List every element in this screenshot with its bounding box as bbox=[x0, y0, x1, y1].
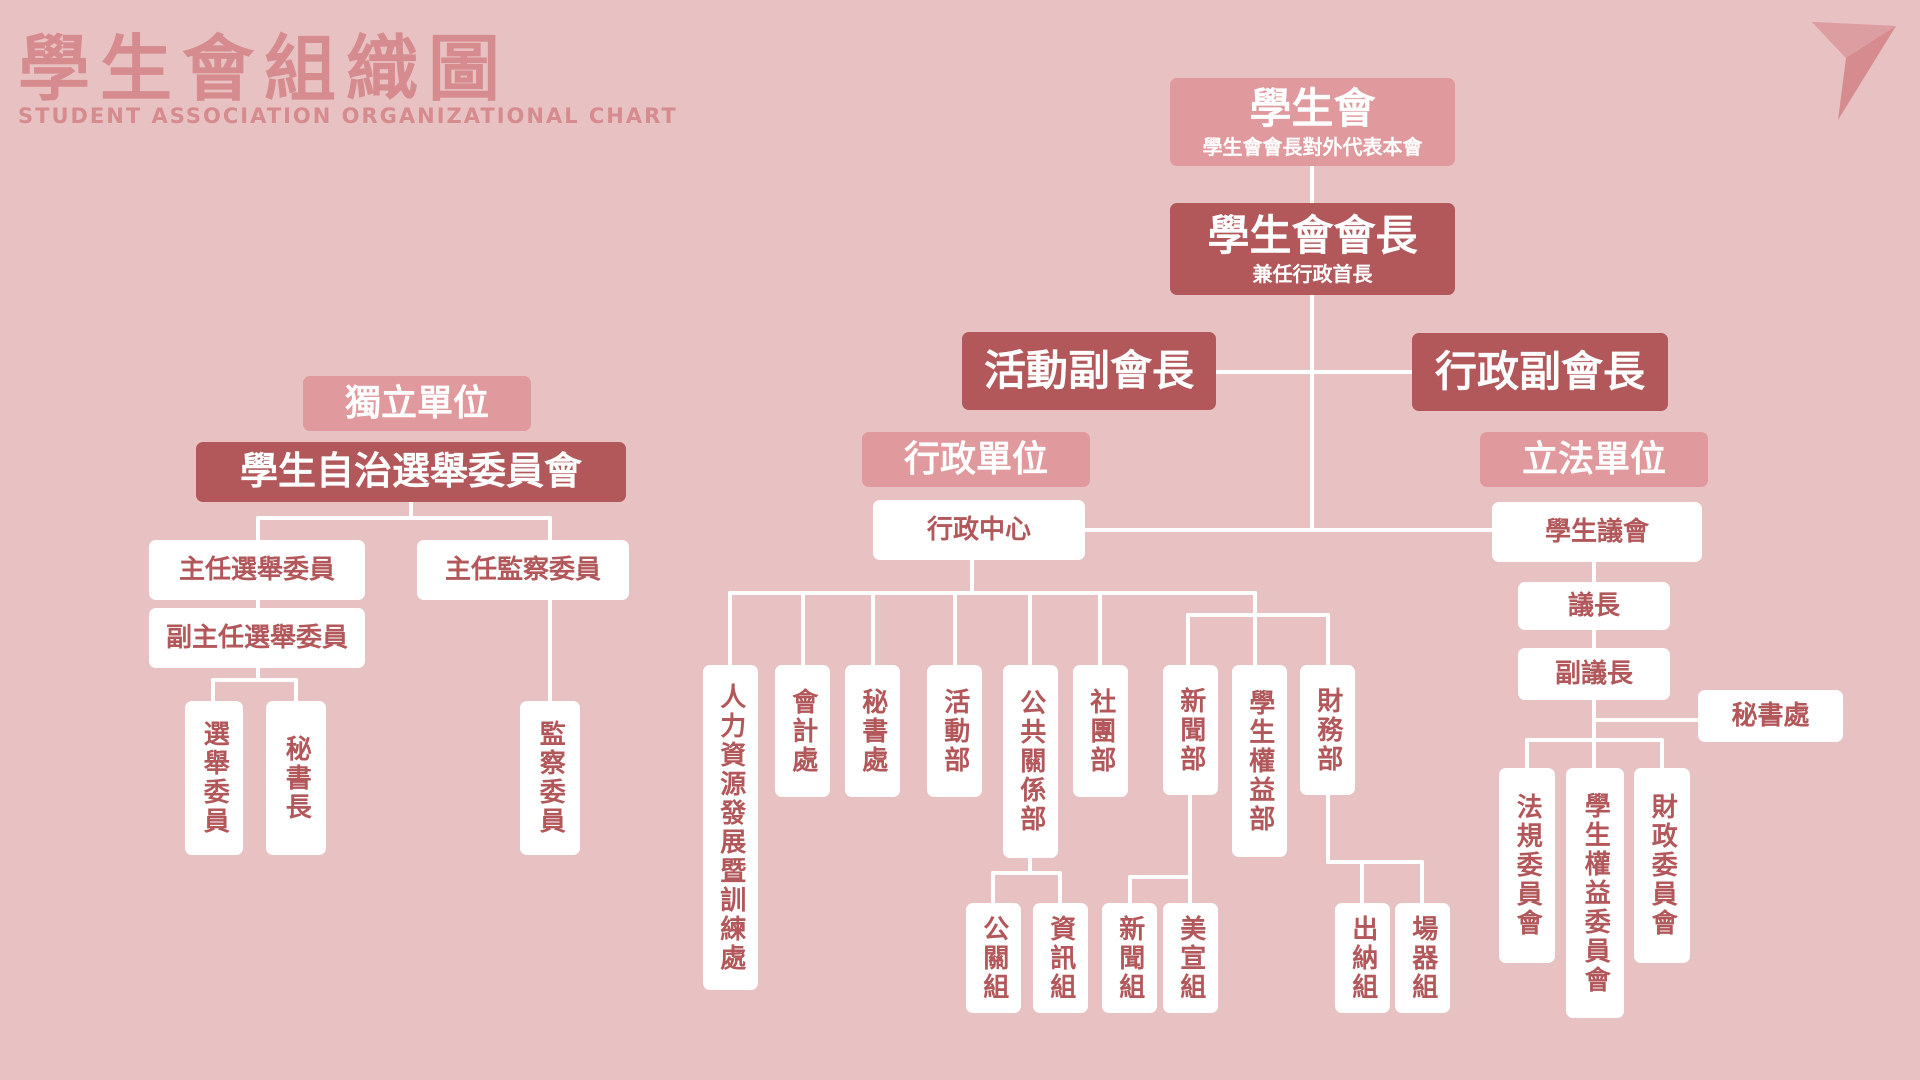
cashier-group-node: 出納組 bbox=[1335, 903, 1390, 1013]
executive-center-node: 行政中心 bbox=[873, 500, 1085, 560]
regulations-committee-node: 法規委員會 bbox=[1499, 768, 1555, 963]
student-association-description: 學生會會長對外代表本會 bbox=[1202, 135, 1423, 160]
pr-dept-node: 公共關係部 bbox=[1003, 665, 1058, 858]
secretariat-exec-node: 秘書處 bbox=[845, 665, 900, 797]
activities-dept-node: 活動部 bbox=[927, 665, 982, 797]
vp-activities-node: 活動副會長 bbox=[962, 332, 1216, 410]
legislative-unit-label: 立法單位 bbox=[1480, 432, 1708, 487]
design-group-node: 美宣組 bbox=[1163, 903, 1218, 1013]
election-commissioners-node: 選舉委員 bbox=[185, 701, 243, 855]
public-relations-group-node: 公關組 bbox=[966, 903, 1021, 1013]
executive-unit-label: 行政單位 bbox=[862, 432, 1090, 487]
finance-dept-node: 財務部 bbox=[1300, 665, 1355, 795]
student-association-label: 學生會 bbox=[1249, 83, 1376, 133]
chief-supervisory-commissioner-node: 主任監察委員 bbox=[417, 540, 629, 600]
venue-equipment-group-node: 場器組 bbox=[1395, 903, 1450, 1013]
president-label: 學生會會長 bbox=[1207, 210, 1418, 260]
election-committee-node: 學生自治選舉委員會 bbox=[196, 442, 626, 502]
student-association-node: 學生會 學生會會長對外代表本會 bbox=[1170, 78, 1455, 166]
rights-committee-node: 學生權益委員會 bbox=[1566, 768, 1624, 1018]
rights-dept-node: 學生權益部 bbox=[1232, 665, 1287, 857]
secretary-general-node: 秘書長 bbox=[266, 701, 326, 855]
fiscal-committee-node: 財政委員會 bbox=[1634, 768, 1690, 963]
president-description: 兼任行政首長 bbox=[1252, 262, 1373, 287]
news-group-node: 新聞組 bbox=[1102, 903, 1157, 1013]
info-group-node: 資訊組 bbox=[1033, 903, 1088, 1013]
speaker-node: 議長 bbox=[1518, 582, 1670, 630]
chief-election-commissioner-node: 主任選舉委員 bbox=[149, 540, 365, 600]
council-secretariat-node: 秘書處 bbox=[1698, 690, 1843, 742]
vp-admin-node: 行政副會長 bbox=[1412, 333, 1668, 411]
supervisory-commissioners-node: 監察委員 bbox=[520, 701, 580, 855]
page-title: 學生會組織圖 bbox=[18, 27, 511, 111]
deputy-chief-election-commissioner-node: 副主任選舉委員 bbox=[149, 608, 365, 668]
student-council-node: 學生議會 bbox=[1492, 502, 1702, 562]
hr-office-node: 人力資源發展暨訓練處 bbox=[703, 665, 758, 990]
president-node: 學生會會長 兼任行政首長 bbox=[1170, 203, 1455, 295]
deputy-speaker-node: 副議長 bbox=[1518, 648, 1670, 700]
clubs-dept-node: 社團部 bbox=[1073, 665, 1128, 797]
page-subtitle: STUDENT ASSOCIATION ORGANIZATIONAL CHART bbox=[18, 104, 678, 128]
news-dept-node: 新聞部 bbox=[1163, 665, 1218, 795]
paper-plane-icon bbox=[1812, 22, 1896, 120]
independent-unit-label: 獨立單位 bbox=[303, 376, 531, 431]
accounting-office-node: 會計處 bbox=[775, 665, 830, 797]
